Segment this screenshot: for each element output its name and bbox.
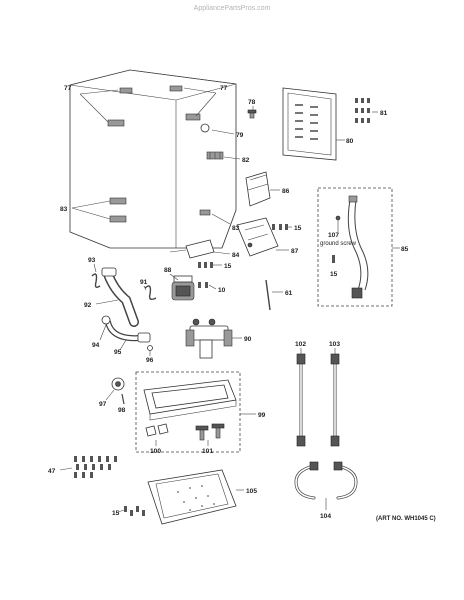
callout-102: 102 [295, 341, 306, 348]
callout-86: 86 [282, 188, 290, 195]
callout-91: 91 [140, 279, 148, 286]
callout-101: 101 [202, 448, 213, 455]
cabinet-hole [200, 123, 210, 133]
clip-part-93[interactable] [91, 273, 101, 289]
callout-83-left: 83 [60, 206, 68, 213]
callout-81: 81 [380, 110, 388, 117]
callout-100: 100 [150, 448, 161, 455]
callout-82: 82 [242, 157, 250, 164]
screw-part-15-cord[interactable] [332, 255, 335, 263]
drain-hose-elbow[interactable] [101, 267, 139, 327]
callout-77-right: 77 [220, 85, 228, 92]
bracket-part-82[interactable] [206, 151, 224, 160]
callout-80: 80 [346, 138, 354, 145]
inlet-hose-103[interactable] [330, 353, 340, 447]
rod-part-61[interactable] [265, 279, 271, 311]
rear-panel[interactable] [282, 87, 337, 161]
callout-99: 99 [258, 412, 266, 419]
screws-part-15-motor[interactable] [198, 262, 213, 268]
cover-part-86[interactable] [245, 171, 271, 207]
callout-85: 85 [401, 246, 409, 253]
callout-labels: 77 77 78 81 79 80 82 86 83 83 15 107 gro… [48, 85, 409, 520]
screws-part-15-tray[interactable] [124, 506, 145, 516]
callout-10: 10 [218, 287, 226, 294]
callout-84: 84 [232, 252, 240, 259]
leveling-leg-part-101[interactable] [195, 423, 225, 441]
callout-47: 47 [48, 468, 56, 475]
base-frame[interactable] [143, 379, 237, 421]
cabinet-cutout [169, 85, 183, 92]
foot-part-100[interactable] [145, 423, 169, 437]
power-cord[interactable] [335, 195, 369, 299]
callout-104: 104 [320, 513, 331, 520]
clip-part-91[interactable] [144, 285, 157, 301]
u-hose-part-104[interactable] [294, 461, 358, 500]
cabinet-cutout [109, 215, 127, 223]
callout-90: 90 [244, 336, 252, 343]
base-assembly-box [135, 371, 241, 453]
callout-95: 95 [114, 349, 122, 356]
screws-part-47[interactable] [74, 456, 117, 478]
callout-92: 92 [84, 302, 92, 309]
screws-part-15[interactable] [272, 224, 288, 230]
cabinet-cutout [199, 209, 211, 216]
sensor-part-97[interactable] [111, 377, 125, 391]
callout-15-board: 15 [294, 225, 302, 232]
callout-15-motor: 15 [224, 263, 232, 270]
callout-98: 98 [118, 407, 126, 414]
callout-83-right: 83 [232, 225, 240, 232]
callout-79: 79 [236, 132, 244, 139]
clip-part-96[interactable] [147, 345, 153, 357]
callout-103: 103 [329, 341, 340, 348]
callout-88: 88 [164, 267, 172, 274]
callout-15-cord: 15 [330, 271, 338, 278]
cabinet-cutout [107, 119, 125, 127]
water-valve[interactable] [185, 318, 233, 359]
callout-77-left: 77 [64, 85, 72, 92]
callout-61: 61 [285, 290, 293, 297]
callout-96: 96 [146, 357, 154, 364]
callout-15-tray: 15 [112, 510, 120, 517]
cabinet-cutout [109, 197, 127, 205]
motor-part-88[interactable] [171, 275, 195, 301]
cabinet[interactable] [69, 69, 237, 249]
callout-97: 97 [99, 401, 107, 408]
clip-part-98[interactable] [121, 393, 125, 405]
callout-78: 78 [248, 99, 256, 106]
callout-107: 107 [328, 232, 339, 239]
watermark: AppliancePartsPros.com [194, 5, 271, 12]
callout-94: 94 [92, 342, 100, 349]
callout-93: 93 [88, 257, 96, 264]
screws-part-10[interactable] [198, 282, 208, 288]
cabinet-cutout [185, 113, 201, 121]
hose-part-95[interactable] [101, 315, 151, 343]
screws-part-81[interactable] [355, 98, 370, 123]
ground-screw-label: ground screw [320, 241, 357, 247]
art-number: (ART NO. WH1045 C) [376, 516, 436, 522]
callout-105: 105 [246, 488, 257, 495]
power-cord-box [317, 187, 393, 307]
control-board[interactable] [236, 217, 279, 257]
cabinet-cutout [119, 87, 133, 94]
inlet-hose-102[interactable] [296, 353, 306, 447]
screw-part-78[interactable] [247, 109, 257, 119]
drain-tray[interactable] [147, 469, 237, 525]
callout-87: 87 [291, 248, 299, 255]
